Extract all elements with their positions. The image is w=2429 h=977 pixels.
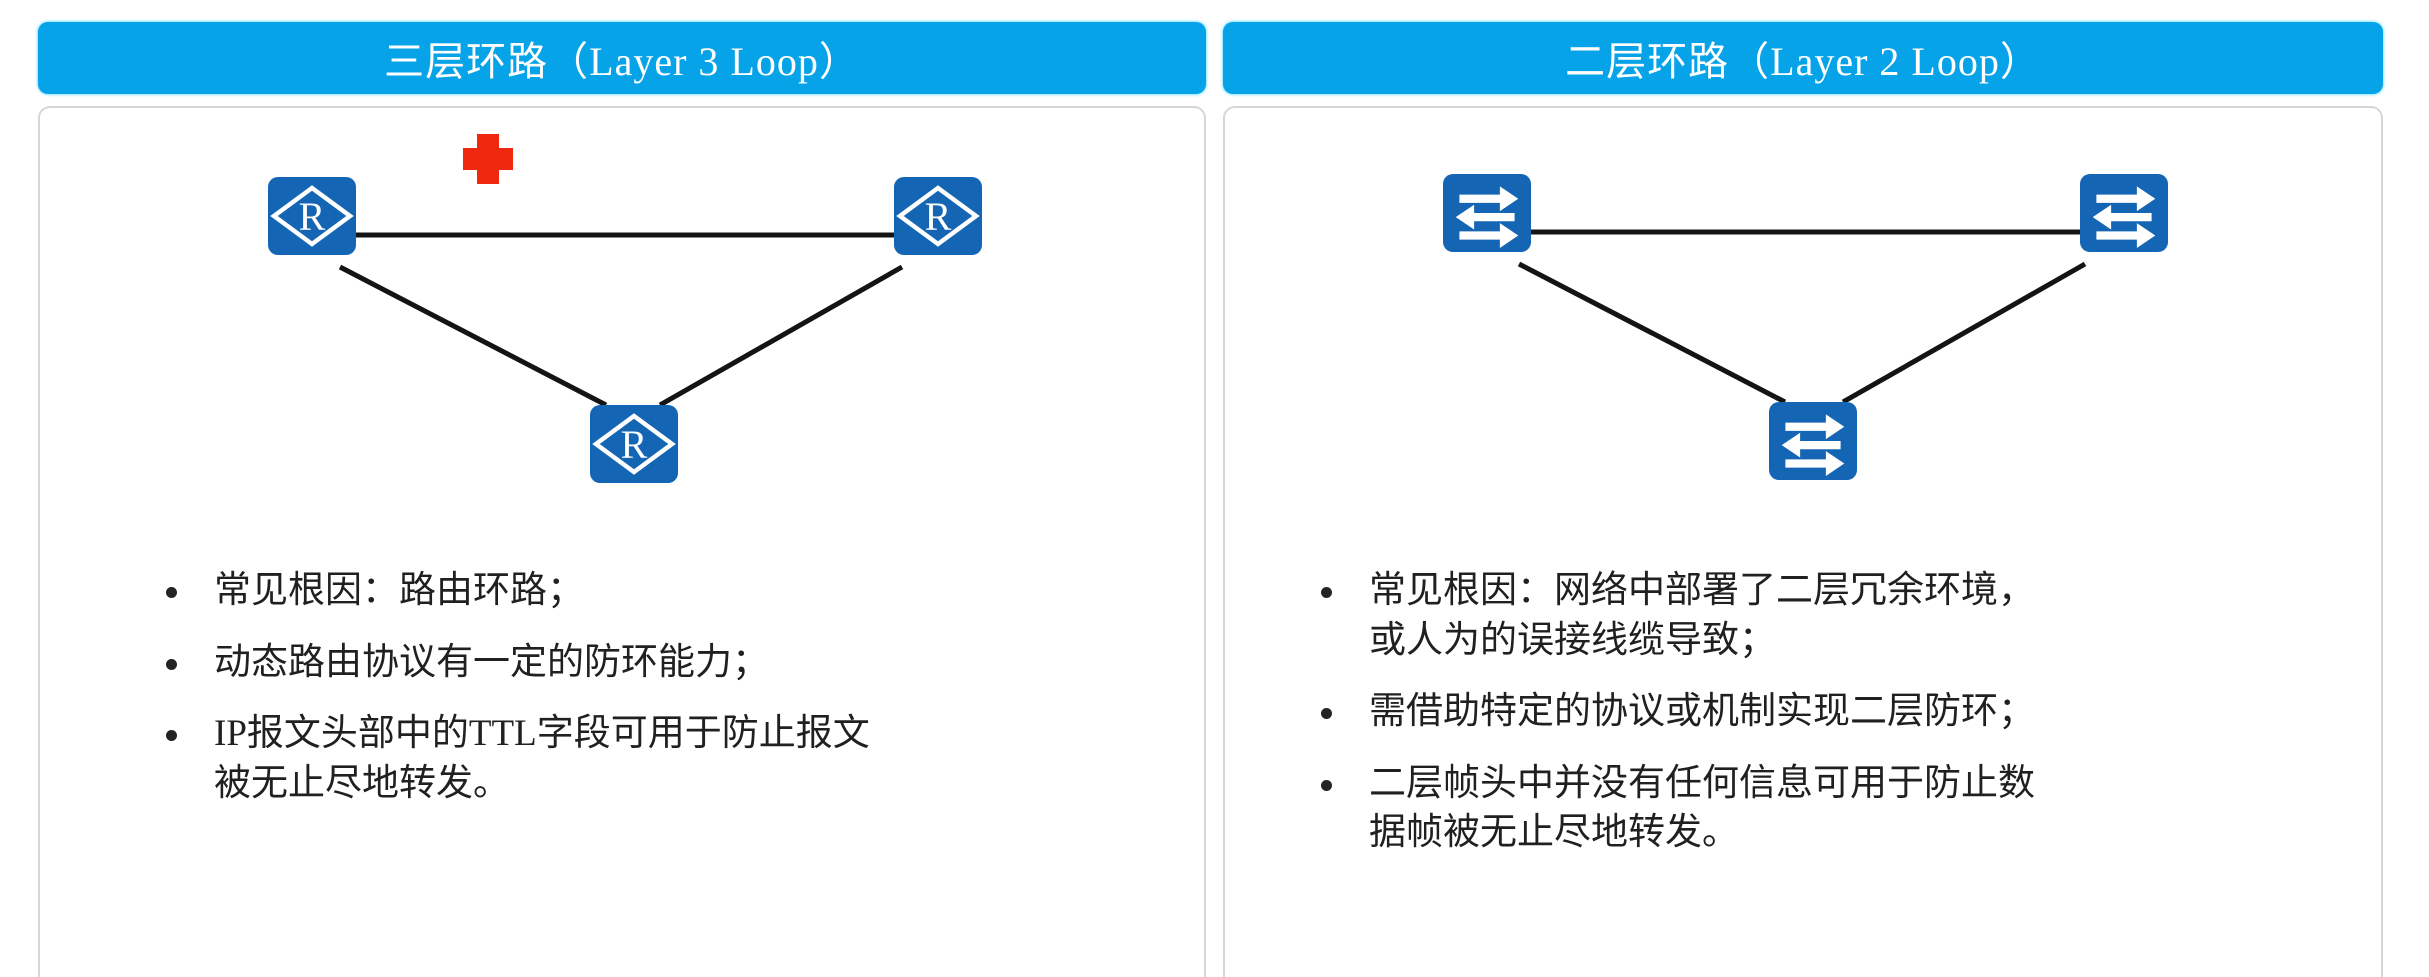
bullet-text-line: IP报文头部中的TTL字段可用于防止报文: [214, 713, 870, 755]
link-left: [1517, 261, 1787, 405]
bullet-list-layer2: 常见根因：网络中部署了二层冗余环境， 或人为的误接线缆导致； 需借助特定的协议或…: [1307, 566, 2341, 880]
svg-text:R: R: [621, 422, 648, 467]
bullet-text-line: 需借助特定的协议或机制实现二层防环；: [1369, 691, 2035, 733]
link-right: [658, 264, 904, 408]
link-left: [338, 264, 608, 408]
list-item: 常见根因：网络中部署了二层冗余环境， 或人为的误接线缆导致；: [1307, 566, 2341, 665]
panel-header-layer2: 二层环路（Layer 2 Loop）: [1223, 22, 2383, 94]
bullet-text-line: 被无止尽地转发。: [214, 762, 510, 804]
plus-icon: [463, 134, 513, 184]
list-item: 常见根因：路由环路；: [152, 566, 1164, 616]
panel-body-layer3: R R R: [38, 106, 1206, 977]
router-node-top-right: R: [894, 177, 982, 255]
topology-links: [338, 232, 904, 408]
bullet-text-line: 常见根因：路由环路；: [214, 570, 584, 611]
bullet-text-line: 常见根因：网络中部署了二层冗余环境，: [1369, 570, 2035, 611]
panel-header-layer3: 三层环路（Layer 3 Loop）: [38, 22, 1206, 94]
router-node-bottom: R: [590, 405, 678, 483]
switch-node-top-right: [2080, 174, 2168, 252]
topology-links: [1517, 229, 2087, 405]
switch-node-top-left: [1443, 174, 1531, 252]
bullet-list-layer3: 常见根因：路由环路； 动态路由协议有一定的防环能力； IP报文头部中的TTL字段…: [152, 566, 1164, 830]
panel-layer2: 二层环路（Layer 2 Loop）: [1223, 0, 2383, 977]
svg-text:R: R: [299, 194, 326, 239]
panel-title-layer2: 二层环路（Layer 2 Loop）: [1565, 39, 2041, 84]
panel-layer3: 三层环路（Layer 3 Loop） R: [38, 0, 1206, 977]
list-item: 需借助特定的协议或机制实现二层防环；: [1307, 687, 2341, 737]
bullet-text-line: 动态路由协议有一定的防环能力；: [214, 641, 769, 683]
switch-node-bottom: [1769, 402, 1857, 480]
panel-title-layer3: 三层环路（Layer 3 Loop）: [384, 39, 860, 84]
router-node-top-left: R: [268, 177, 356, 255]
list-item: 二层帧头中并没有任何信息可用于防止数 据帧被无止尽地转发。: [1307, 759, 2341, 858]
diagram-layer2-loop: [1225, 122, 2381, 522]
bullet-text-line: 二层帧头中并没有任何信息可用于防止数: [1369, 762, 2035, 804]
panel-body-layer2: 常见根因：网络中部署了二层冗余环境， 或人为的误接线缆导致； 需借助特定的协议或…: [1223, 106, 2383, 977]
bullet-text-line: 据帧被无止尽地转发。: [1369, 812, 1739, 854]
link-right: [1841, 261, 2087, 405]
list-item: 动态路由协议有一定的防环能力；: [152, 638, 1164, 688]
svg-text:R: R: [925, 194, 952, 239]
bullet-text-line: 或人为的误接线缆导致；: [1369, 619, 1776, 661]
list-item: IP报文头部中的TTL字段可用于防止报文 被无止尽地转发。: [152, 709, 1164, 808]
diagram-layer3-loop: R R R: [40, 122, 1204, 522]
